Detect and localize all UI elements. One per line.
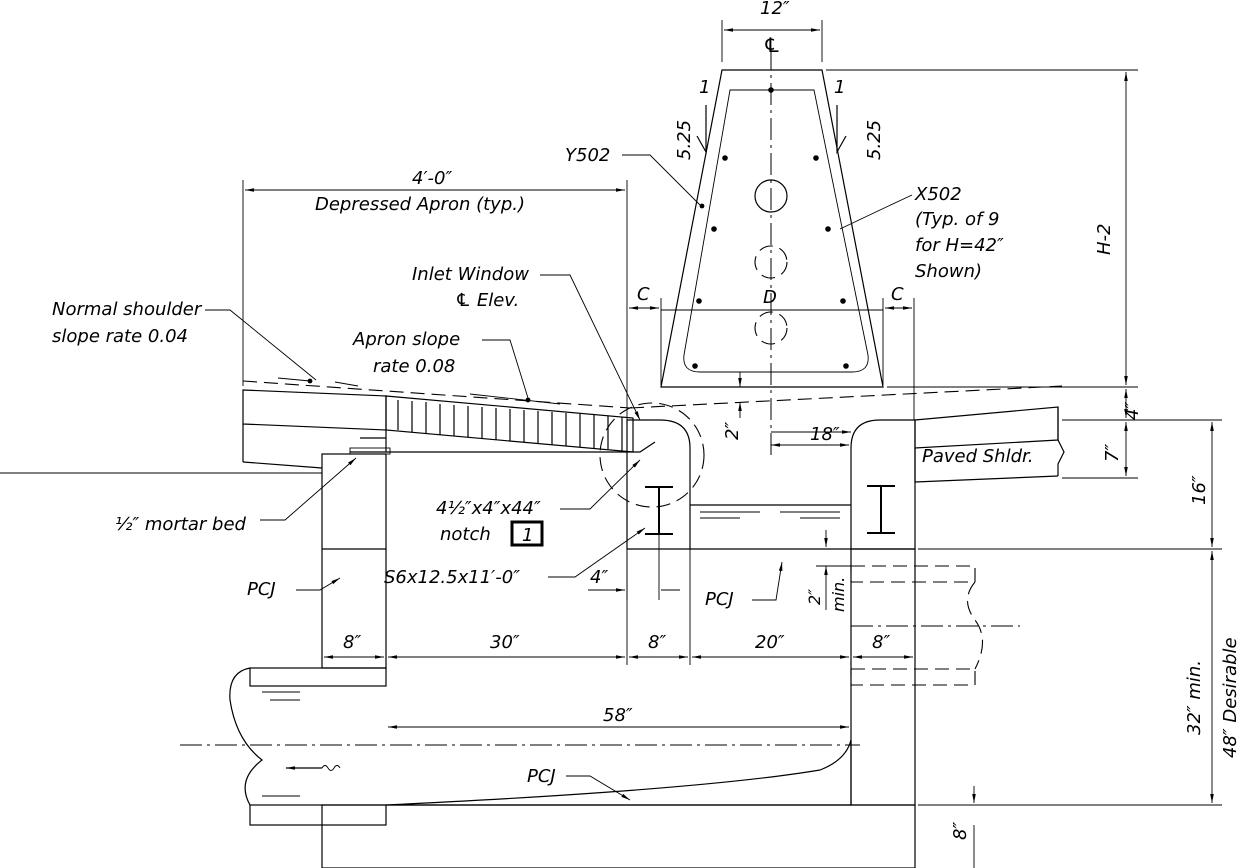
outlet-pipe — [180, 667, 860, 826]
label-x502: X502 — [914, 184, 962, 205]
label-notch-2: notch — [440, 524, 491, 545]
dimension-12 — [721, 20, 823, 62]
dimension-16 — [918, 422, 1222, 550]
label-slope-rise-right: 5.25 — [864, 120, 885, 160]
label-inlet-window-2: ℄ Elev. — [455, 290, 519, 311]
label-20: 20″ — [755, 632, 785, 653]
label-notch-1: 4½″x4″x44″ — [436, 498, 541, 519]
label-8-mid: 8″ — [648, 632, 666, 653]
label-depressed-apron: Depressed Apron (typ.) — [315, 194, 525, 215]
label-48-desirable: 48″ Desirable — [1220, 637, 1241, 758]
label-x502-note-1: (Typ. of 9 — [915, 209, 1000, 230]
label-c-right: C — [891, 284, 904, 305]
label-c-left: C — [637, 284, 650, 305]
steel-beams — [645, 485, 895, 535]
label-beam: S6x12.5x11′-0″ — [384, 567, 520, 588]
label-notch-ref: 1 — [522, 525, 533, 546]
label-18: 18″ — [810, 424, 840, 445]
label-slope-run-left: 1 — [699, 77, 710, 98]
label-pcj-bottom: PCJ — [527, 766, 556, 787]
label-x502-note-2: for H=42″ — [915, 235, 1004, 256]
label-58: 58″ — [603, 705, 633, 726]
label-d: D — [763, 287, 777, 308]
label-pcj-middle: PCJ — [705, 589, 734, 610]
label-pcj-left: PCJ — [247, 579, 276, 600]
paved-shoulder — [914, 406, 1065, 483]
dimension-h2 — [826, 69, 1138, 388]
apron-and-shoulder — [242, 377, 1063, 469]
label-32-min: 32″ min. — [1184, 660, 1205, 735]
label-12: 12″ — [760, 0, 790, 19]
label-8-right: 8″ — [872, 632, 890, 653]
label-paved-shoulder: Paved Shldr. — [922, 446, 1034, 467]
dimension-4-and-7 — [1062, 389, 1222, 479]
dimension-32-48 — [918, 551, 1222, 806]
notch-reference-box — [510, 520, 544, 547]
concrete-barrier — [660, 48, 884, 455]
label-2-min-b: min. — [829, 577, 848, 612]
label-inlet-window-1: Inlet Window — [412, 264, 529, 285]
label-2-min-a: 2″ — [805, 589, 824, 605]
label-h2: H-2 — [1094, 224, 1115, 255]
dimension-18 — [771, 430, 851, 447]
dimension-4ft — [242, 180, 628, 386]
label-slope-run-right: 1 — [834, 77, 845, 98]
label-apron-slope-1: Apron slope — [352, 329, 460, 350]
label-16: 16″ — [1189, 475, 1210, 505]
label-apron-slope-2: rate 0.08 — [373, 356, 455, 377]
slope-indicators — [696, 105, 847, 155]
label-8-base: 8″ — [950, 822, 971, 840]
horizontal-dimensions — [321, 549, 913, 729]
label-4-beam: 4″ — [590, 567, 608, 588]
label-30: 30″ — [490, 632, 520, 653]
label-8-left: 8″ — [343, 632, 361, 653]
label-x502-note-3: Shown) — [915, 261, 982, 282]
label-slope-rise-left: 5.25 — [674, 120, 695, 160]
dimension-2-min — [816, 530, 851, 610]
c-dimensions — [626, 298, 915, 430]
label-4-top: 4″ — [1122, 402, 1143, 420]
label-normal-shoulder-2: slope rate 0.04 — [52, 326, 188, 347]
inlet-pipe-dashed — [850, 565, 1020, 686]
leader-lines — [0, 154, 913, 801]
label-7: 7″ — [1102, 444, 1123, 462]
inlet-walls — [321, 402, 916, 868]
label-mortar-bed: ½″ mortar bed — [115, 514, 247, 535]
label-y502: Y502 — [565, 145, 610, 166]
label-normal-shoulder-1: Normal shoulder — [52, 299, 203, 320]
label-2-window: 2″ — [722, 422, 743, 440]
label-centerline: ℄ — [763, 33, 781, 57]
label-4ft: 4′-0″ — [412, 168, 452, 189]
